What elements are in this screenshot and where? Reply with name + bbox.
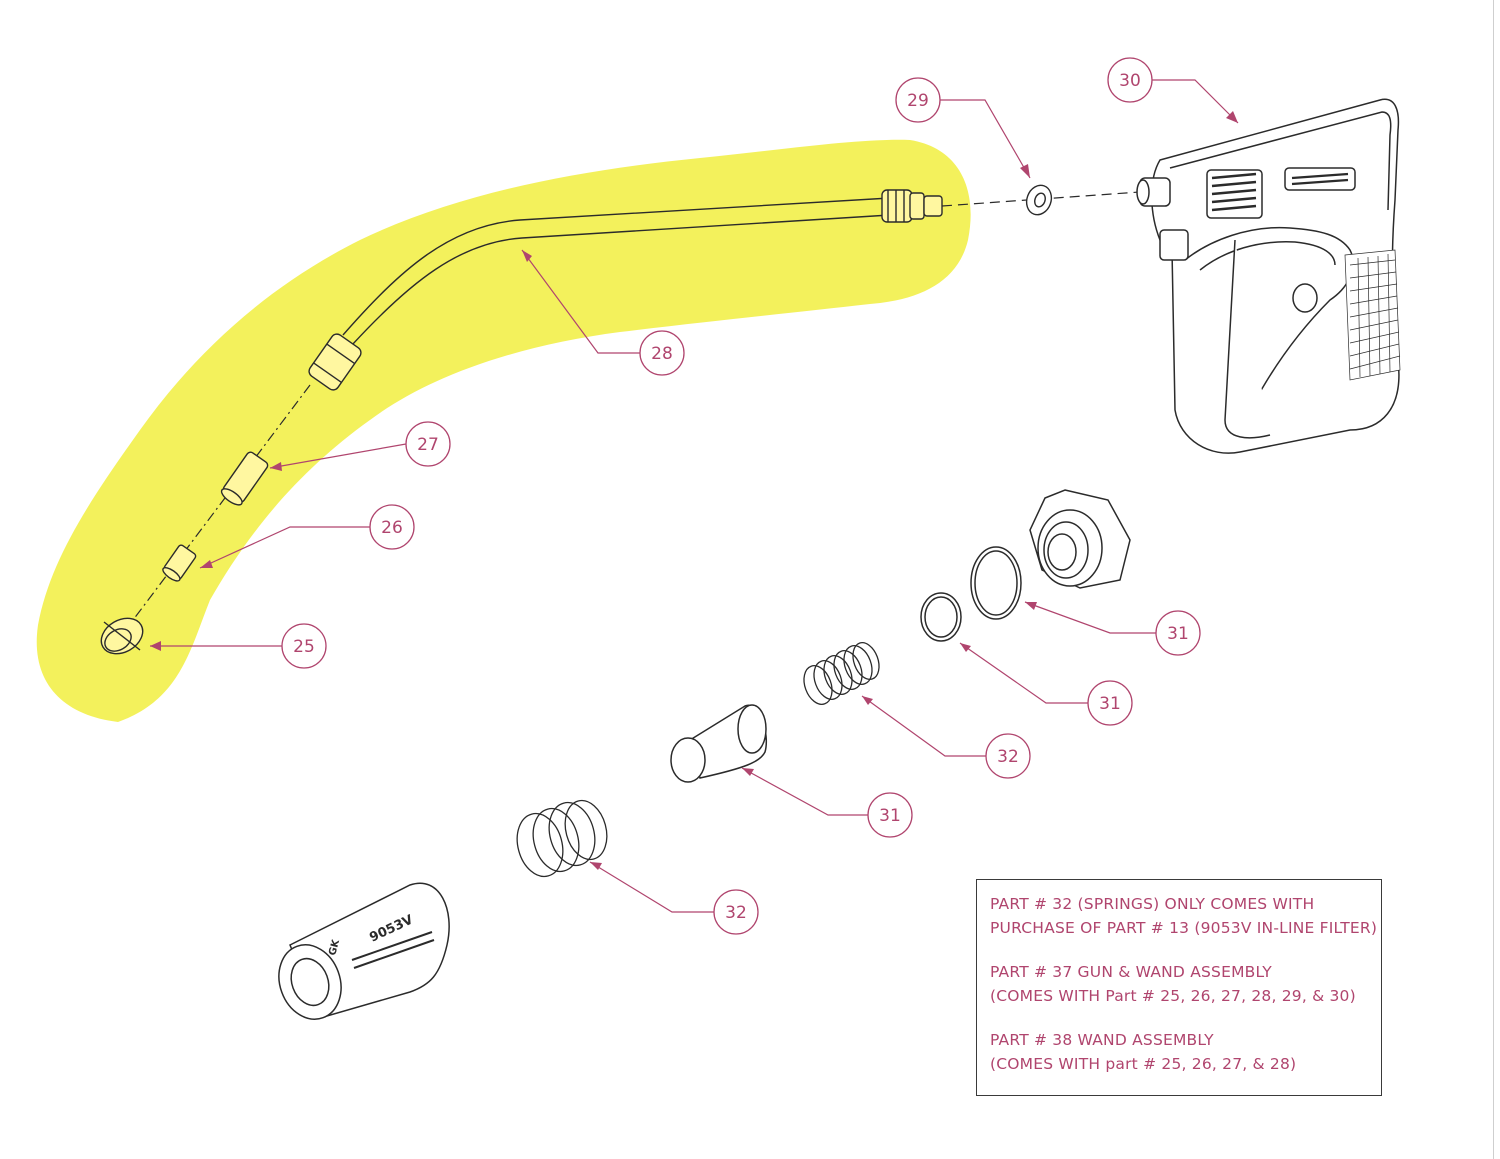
page-edge bbox=[1493, 0, 1494, 1159]
callout-circle-31c bbox=[867, 792, 913, 838]
callout-circle-29 bbox=[895, 77, 941, 123]
note-wand-line-1: PART # 38 WAND ASSEMBLY bbox=[990, 1031, 1214, 1049]
spring-lower-part-32 bbox=[516, 799, 608, 878]
callout-31a: 31 bbox=[1167, 624, 1189, 644]
callout-32a: 32 bbox=[997, 747, 1019, 767]
leader-lines bbox=[150, 79, 1239, 913]
nut-part-25 bbox=[100, 617, 144, 655]
cone-part-31 bbox=[670, 704, 767, 783]
callout-29: 29 bbox=[907, 91, 929, 111]
callout-31c: 31 bbox=[879, 806, 901, 826]
insert-part-26 bbox=[162, 544, 197, 582]
callout-31b: 31 bbox=[1099, 694, 1121, 714]
callout-circle-26 bbox=[369, 504, 415, 550]
callout-32b: 32 bbox=[725, 903, 747, 923]
leader-arrowheads bbox=[150, 111, 1238, 870]
wand-part-28 bbox=[308, 189, 943, 391]
wand-highlight bbox=[36, 139, 971, 722]
oring-large-part-31 bbox=[970, 546, 1022, 620]
gun-body-part-30 bbox=[1136, 98, 1401, 454]
note-wand-line-2: (COMES WITH part # 25, 26, 27, & 28) bbox=[990, 1055, 1297, 1073]
note-gun-wand-line-1: PART # 37 GUN & WAND ASSEMBLY bbox=[990, 963, 1272, 981]
callout-circle-32a bbox=[985, 733, 1031, 779]
spring-upper-part-32 bbox=[803, 642, 880, 705]
hex-fitting bbox=[1029, 489, 1131, 589]
sleeve-part-27 bbox=[220, 451, 269, 506]
callout-27: 27 bbox=[417, 435, 439, 455]
notes-box: PART # 32 (SPRINGS) ONLY COMES WITH PURC… bbox=[976, 879, 1382, 1096]
callout-circle-28 bbox=[639, 330, 685, 376]
washer-part-29 bbox=[1025, 184, 1053, 216]
note-springs-line-2: PURCHASE OF PART # 13 (9053V IN-LINE FIL… bbox=[990, 919, 1378, 937]
note-springs-line-1: PART # 32 (SPRINGS) ONLY COMES WITH bbox=[990, 895, 1315, 913]
callout-circle-25 bbox=[281, 623, 327, 669]
note-gun-wand-line-2: (COMES WITH Part # 25, 26, 27, 28, 29, &… bbox=[990, 987, 1356, 1005]
callout-circle-30 bbox=[1107, 57, 1153, 103]
callout-30: 30 bbox=[1119, 71, 1141, 91]
inline-filter bbox=[278, 882, 450, 1020]
callout-circle-31a bbox=[1155, 610, 1201, 656]
callout-circle-32b bbox=[713, 889, 759, 935]
oring-small-part-31 bbox=[920, 592, 962, 642]
callout-circle-27 bbox=[405, 421, 451, 467]
assembly-axis-left bbox=[117, 384, 311, 641]
callout-26: 26 bbox=[381, 518, 403, 538]
callout-25: 25 bbox=[293, 637, 315, 657]
callout-circle-31b bbox=[1087, 680, 1133, 726]
callout-28: 28 bbox=[651, 344, 673, 364]
filter-brand-label: GK bbox=[327, 937, 342, 956]
